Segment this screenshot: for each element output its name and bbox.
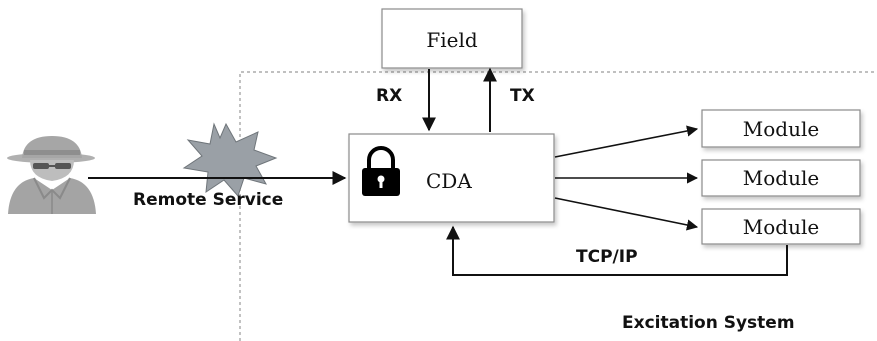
cda-to-module-1-arrow [554,125,699,158]
field-label: Field [426,28,478,52]
module-box [701,159,861,197]
remote-service-label: Remote Service [133,190,283,210]
cda-node: CDA [348,133,555,223]
tcp-ip-feedback-arrow [446,225,788,276]
excitation-system-label: Excitation System [622,313,795,333]
module-box [701,109,861,148]
module-node-3: Module [701,208,861,245]
tcp-ip-label: TCP/IP [576,247,638,267]
tx-label: TX [510,86,535,106]
field-box [381,8,523,69]
explosion-burst-icon [182,122,278,197]
module-node-1: Module [701,109,861,148]
module-label: Module [743,166,819,190]
module-label: Module [743,215,819,239]
cda-to-module-3-arrow [554,197,699,231]
cda-label: CDA [426,169,472,193]
module-label: Module [743,117,819,141]
attacker-icon [7,136,96,214]
field-node: Field [381,8,523,69]
module-node-2: Module [701,159,861,197]
lock-icon [362,146,400,196]
module-box [701,208,861,245]
rx-label: RX [376,86,402,106]
